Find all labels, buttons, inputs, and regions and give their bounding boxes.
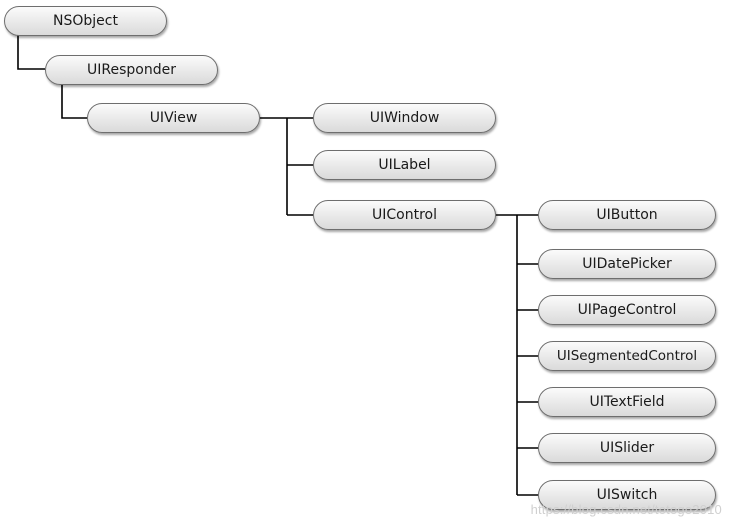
node-uilabel: UILabel (313, 150, 496, 180)
node-uislider: UISlider (538, 433, 716, 463)
connector-nsobject-uiresponder (17, 35, 45, 70)
node-uipagecontrol: UIPageControl (538, 295, 716, 325)
connector-uiresponder-uiview (61, 81, 87, 119)
node-uidatepicker: UIDatePicker (538, 249, 716, 279)
node-uiwindow: UIWindow (313, 103, 496, 133)
node-uibutton: UIButton (538, 200, 716, 230)
node-uiresponder: UIResponder (45, 55, 218, 85)
node-uiview: UIView (87, 103, 260, 133)
watermark: https://blog.csdn.net/totogo2010 (530, 502, 722, 517)
node-uicontrol: UIControl (313, 200, 496, 230)
node-uitextfield: UITextField (538, 387, 716, 417)
node-uisegmentedcontrol: UISegmentedControl (538, 341, 716, 371)
node-nsobject: NSObject (4, 6, 167, 36)
node-uiswitch: UISwitch (538, 480, 716, 510)
